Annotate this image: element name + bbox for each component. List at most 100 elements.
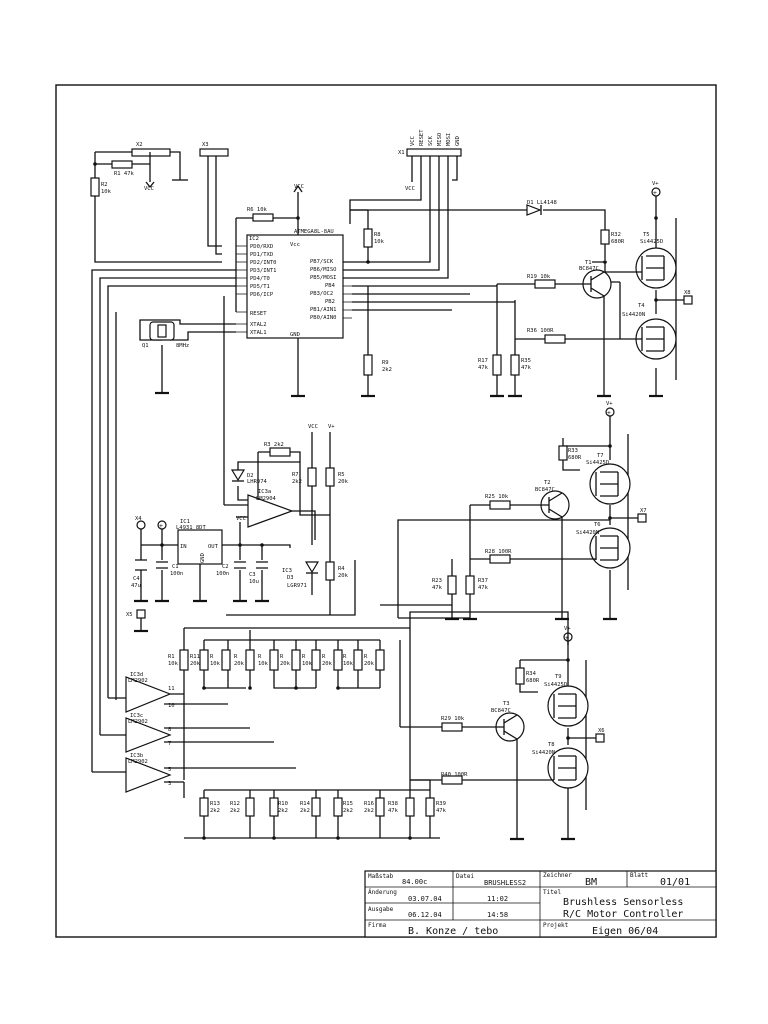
connector-x2	[131, 148, 171, 157]
divider-bottom-8-name: R39	[436, 801, 446, 807]
r35-label: R35	[521, 358, 531, 364]
divider-top-1-name: R1	[168, 654, 175, 660]
t5-value: Si4425D	[640, 239, 663, 245]
x4-label: X4	[135, 516, 142, 522]
bridge-phase-1: D1 LL4148 R32 680R + V+ T5 Si4425D T4 Si…	[350, 181, 693, 398]
divider-bottom-1-name: R13	[210, 801, 220, 807]
capacitor-c3	[256, 561, 268, 569]
resistor-r9	[363, 354, 373, 376]
resistor-r3	[269, 447, 291, 457]
divider-bottom-2	[245, 797, 255, 817]
divider-top-1-value: 10k	[168, 661, 179, 667]
divider-bottom-3	[269, 797, 279, 817]
c2-value: 100n	[216, 571, 229, 577]
mcu-pin-pb0: PB0/AIN0	[310, 315, 337, 321]
r8-label: R8	[374, 232, 381, 238]
ic1-in: IN	[180, 544, 187, 550]
titel-line2: R/C Motor Controller	[563, 909, 683, 920]
x1-pin-vcc: VCC	[410, 136, 416, 146]
divider-top-10	[375, 649, 385, 671]
mcu-name: IC2	[249, 236, 259, 242]
x1-pin-gnd: GND	[455, 136, 461, 146]
r34-label: R34	[526, 671, 537, 677]
r29-label: R29 10k	[441, 716, 465, 722]
crystal-q1: Q1 8MHz	[139, 319, 236, 395]
ic1-gnd: GND	[200, 553, 206, 563]
divider-top-7-value: 10k	[302, 661, 313, 667]
ic3-label: IC3	[282, 568, 292, 574]
connector-x3	[199, 148, 229, 157]
mcu-gnd: GND	[290, 332, 300, 338]
plus-glyph-1: +	[653, 189, 657, 197]
d3-value: LGR971	[287, 583, 307, 589]
ic3d-label: IC3d	[130, 672, 143, 678]
zeichner-value: BM	[585, 877, 597, 888]
divider-bottom-6	[375, 797, 385, 817]
pin-11: 11	[168, 686, 175, 692]
divider-bottom-1-value: 2k2	[210, 808, 220, 814]
mcu-pin-pb3: PB3/OC2	[310, 291, 333, 297]
resistor-r4	[325, 561, 335, 581]
t2-value: BC847C	[535, 487, 555, 493]
programming-header-x1: X1 VCC RESET SCK MISO MOSI GND VCC	[343, 129, 462, 279]
c3-label: C3	[249, 572, 256, 578]
bridge-phase-3: + V+ R34 680R T9 Si4425D T8 Si4420N X6 T…	[400, 626, 605, 841]
t4-label: T4	[638, 303, 645, 309]
aenderung-time: 11:02	[487, 895, 508, 903]
t8-label: T8	[548, 742, 555, 748]
x2-label: X2	[136, 142, 143, 148]
resistor-r7	[307, 467, 317, 487]
c1-value: 100n	[170, 571, 183, 577]
resistor-r19	[534, 279, 556, 289]
resistor-r40	[441, 775, 463, 785]
t4-value: Si4420N	[622, 312, 645, 318]
aenderung-date: 03.07.04	[408, 895, 442, 903]
x1-label: X1	[398, 150, 405, 156]
divider-bottom-2-value: 2k2	[230, 808, 240, 814]
d2-value: LHR974	[247, 479, 268, 485]
c4-label: C4	[133, 576, 140, 582]
x6-label: X6	[598, 728, 605, 734]
divider-bottom-5-value: 2k2	[343, 808, 353, 814]
r40-label: R40 100R	[441, 772, 468, 778]
mcu-ic2: IC2 ATMEGA8L-8AU Vcc GND PD0/RXD PD1/TXD…	[235, 184, 352, 398]
blatt-value: 01/01	[660, 877, 690, 888]
output-x8	[683, 295, 693, 305]
title-block: Maßstab 84.00c Datei BRUSHLESS2 Zeichner…	[364, 870, 717, 938]
titel-line1: Brushless Sensorless	[563, 897, 683, 908]
vcc-label-1: VCC	[144, 186, 154, 192]
divider-bottom-4-value: 2k2	[300, 808, 310, 814]
r4-value: 20k	[338, 573, 349, 579]
t7-value: Si4425D	[586, 460, 609, 466]
c4-value: 47u	[131, 583, 141, 589]
plus-glyph-2: +	[607, 409, 611, 417]
t3-value: BC847C	[491, 708, 511, 714]
resistor-r8	[363, 228, 373, 248]
divider-bottom-3-name: R10	[278, 801, 288, 807]
plus-glyph-3: +	[565, 634, 569, 642]
divider-top-6-name: R	[280, 654, 284, 660]
divider-bottom-1	[199, 797, 209, 817]
r23-value: 47k	[432, 585, 443, 591]
pin-8: 8	[168, 727, 171, 733]
divider-bottom-7-value: 47k	[388, 808, 399, 814]
x1-pin-mosi: MOSI	[446, 133, 452, 146]
divider-bottom-7	[405, 797, 415, 817]
t6-value: Si4420N	[576, 530, 599, 536]
r33-label: R33	[568, 448, 578, 454]
firma-label: Firma	[368, 922, 386, 929]
resistor-r25	[489, 500, 511, 510]
projekt-label: Projekt	[543, 922, 569, 929]
ausgabe-date: 06.12.04	[408, 911, 442, 919]
c2-label: C2	[222, 564, 229, 570]
x1-pin-reset: RESET	[419, 129, 425, 146]
resistor-r6	[252, 213, 274, 222]
r7-value: 2k2	[292, 479, 302, 485]
t2-label: T2	[544, 480, 551, 486]
d3-label: D3	[287, 575, 294, 581]
r5-value: 20k	[338, 479, 349, 485]
vcc-label-x1: VCC	[405, 186, 415, 192]
divider-top-9-value: 10k	[343, 661, 354, 667]
pin-10: 10	[168, 703, 175, 709]
mcu-pin-xtal2: XTAL2	[250, 322, 267, 328]
